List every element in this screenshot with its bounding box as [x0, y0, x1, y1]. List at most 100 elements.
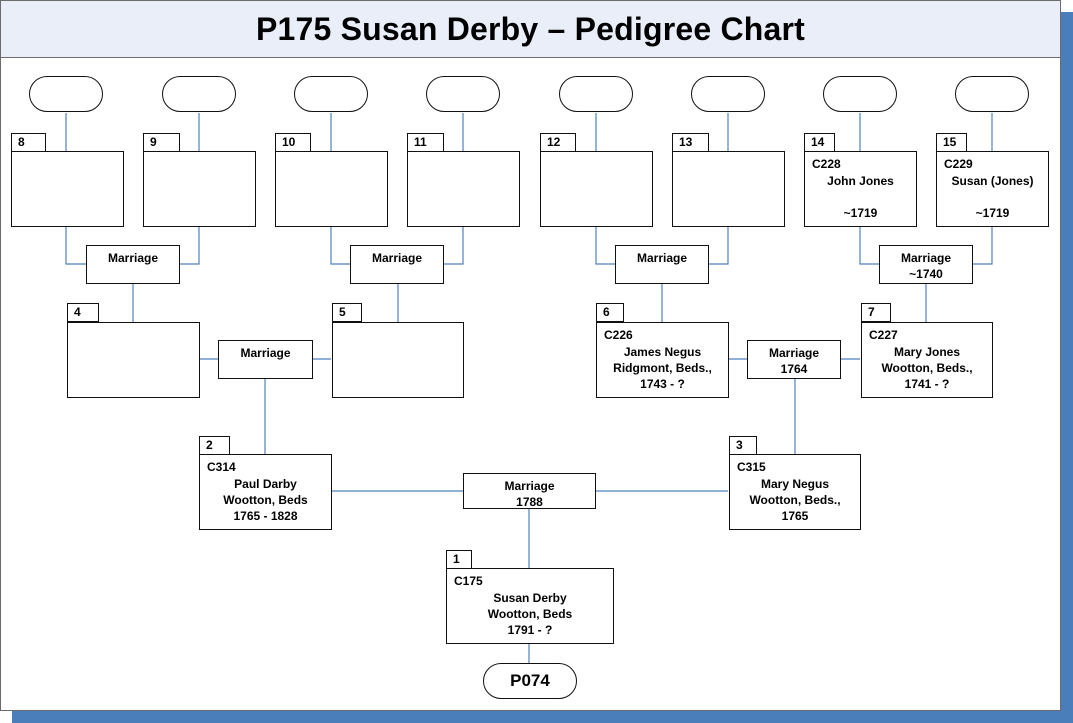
person-dates: 1743 - ?	[640, 377, 685, 391]
ancestor-oval[interactable]	[29, 76, 103, 112]
connector-line	[595, 227, 615, 265]
marriage-box[interactable]: Marriage	[86, 245, 180, 284]
person-dates: 1765	[781, 509, 809, 523]
person-box-14[interactable]: C228 John Jones ~1719	[804, 151, 917, 227]
connector-line	[444, 227, 464, 265]
person-name: Paul Darby	[234, 477, 297, 491]
connector-line	[65, 227, 86, 265]
person-dates: ~1719	[975, 206, 1010, 220]
marriage-date: 1788	[516, 495, 543, 509]
person-number: 11	[407, 133, 444, 152]
connector-line	[180, 227, 200, 265]
person-info: John Jones ~1719	[805, 173, 916, 221]
person-number: 1	[446, 550, 472, 569]
person-box-2[interactable]: C314 Paul Darby Wootton, Beds 1765 - 182…	[199, 454, 332, 530]
person-number: 4	[67, 303, 99, 322]
person-code: C314	[207, 460, 236, 474]
person-code: C315	[737, 460, 766, 474]
person-number: 5	[332, 303, 362, 322]
marriage-label: Marriage	[107, 251, 159, 265]
marriage-label: Marriage	[504, 479, 555, 493]
person-box-6[interactable]: C226 James Negus Ridgmont, Beds., 1743 -…	[596, 322, 729, 398]
person-number: 8	[11, 133, 46, 152]
person-number: 3	[729, 436, 757, 455]
person-name: Mary Negus	[760, 477, 830, 491]
ancestor-oval[interactable]	[162, 76, 236, 112]
person-dates: ~1719	[843, 206, 878, 220]
marriage-box[interactable]: Marriage	[218, 340, 313, 379]
marriage-date: ~1740	[909, 267, 943, 281]
ancestor-oval[interactable]	[294, 76, 368, 112]
person-place: Ridgmont, Beds.,	[613, 361, 712, 375]
person-number: 7	[861, 303, 891, 322]
chart-header: P175 Susan Derby – Pedigree Chart	[1, 1, 1060, 58]
marriage-box[interactable]: Marriage	[615, 245, 709, 284]
person-number: 2	[199, 436, 230, 455]
ancestor-oval[interactable]	[426, 76, 500, 112]
person-name: Susan Derby	[493, 591, 567, 605]
person-number: 10	[275, 133, 311, 152]
person-box-12[interactable]	[540, 151, 653, 227]
marriage-box[interactable]: Marriage 1764	[747, 340, 841, 379]
person-box-9[interactable]	[143, 151, 256, 227]
person-info: Mary Jones Wootton, Beds., 1741 - ?	[862, 344, 992, 392]
marriage-date: 1764	[780, 362, 808, 376]
person-name: John Jones	[827, 174, 894, 188]
person-code: C226	[604, 328, 633, 342]
person-box-10[interactable]	[275, 151, 388, 227]
person-number: 6	[596, 303, 624, 322]
person-place: Wootton, Beds.,	[881, 361, 973, 375]
ancestor-oval[interactable]	[823, 76, 897, 112]
person-box-3[interactable]: C315 Mary Negus Wootton, Beds., 1765	[729, 454, 861, 530]
person-info: Susan Derby Wootton, Beds 1791 - ?	[447, 590, 613, 638]
person-info: Mary Negus Wootton, Beds., 1765	[730, 476, 860, 524]
person-number: 14	[804, 133, 835, 152]
person-number: 12	[540, 133, 576, 152]
ancestor-oval[interactable]	[955, 76, 1029, 112]
connector-line	[709, 227, 729, 265]
person-box-7[interactable]: C227 Mary Jones Wootton, Beds., 1741 - ?	[861, 322, 993, 398]
person-box-5[interactable]	[332, 322, 464, 398]
person-place: Wootton, Beds	[487, 607, 573, 621]
person-code: C227	[869, 328, 898, 342]
person-box-4[interactable]	[67, 322, 200, 398]
marriage-label: Marriage	[900, 251, 952, 265]
person-name: Mary Jones	[893, 345, 961, 359]
person-box-8[interactable]	[11, 151, 124, 227]
person-box-11[interactable]	[407, 151, 520, 227]
connector-line	[330, 227, 350, 265]
person-info: James Negus Ridgmont, Beds., 1743 - ?	[597, 344, 728, 392]
person-code: C229	[944, 157, 973, 171]
person-code: C175	[454, 574, 483, 588]
connector-line	[973, 227, 993, 265]
person-box-13[interactable]	[672, 151, 785, 227]
person-number: 9	[143, 133, 180, 152]
person-place: Wootton, Beds	[223, 493, 308, 507]
marriage-label: Marriage	[240, 346, 291, 360]
person-number: 13	[672, 133, 709, 152]
ancestor-oval[interactable]	[559, 76, 633, 112]
marriage-box[interactable]: Marriage ~1740	[879, 245, 973, 284]
person-info: Paul Darby Wootton, Beds 1765 - 1828	[200, 476, 331, 524]
marriage-box[interactable]: Marriage 1788	[463, 473, 596, 509]
person-place-blank	[805, 189, 916, 205]
person-place-blank	[937, 189, 1048, 205]
person-place: Wootton, Beds.,	[749, 493, 841, 507]
person-box-15[interactable]: C229 Susan (Jones) ~1719	[936, 151, 1049, 227]
person-dates: 1741 - ?	[904, 377, 950, 391]
person-name: Susan (Jones)	[951, 174, 1034, 188]
marriage-label: Marriage	[636, 251, 688, 265]
person-box-1[interactable]: C175 Susan Derby Wootton, Beds 1791 - ?	[446, 568, 614, 644]
reference-link[interactable]: P074	[483, 663, 577, 699]
ancestor-oval[interactable]	[691, 76, 765, 112]
marriage-box[interactable]: Marriage	[350, 245, 444, 284]
person-info: Susan (Jones) ~1719	[937, 173, 1048, 221]
chart-title: P175 Susan Derby – Pedigree Chart	[255, 10, 806, 47]
marriage-label: Marriage	[768, 346, 820, 360]
person-dates: 1791 - ?	[507, 623, 553, 637]
marriage-label: Marriage	[371, 251, 423, 265]
person-number: 15	[936, 133, 967, 152]
person-name: James Negus	[623, 345, 702, 359]
person-code: C228	[812, 157, 841, 171]
